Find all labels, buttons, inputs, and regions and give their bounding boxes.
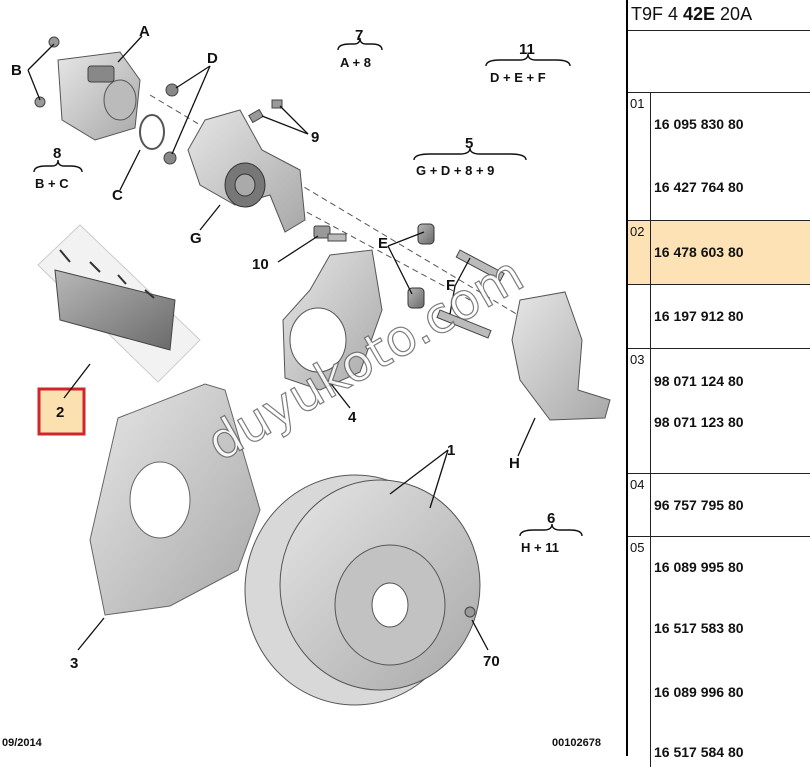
label-e: E: [378, 235, 388, 252]
ref-number[interactable]: 16 089 995 80: [654, 559, 744, 575]
kit-5-number: 5: [465, 135, 473, 152]
ref-number[interactable]: 16 427 764 80: [654, 179, 744, 195]
ref-number[interactable]: 16 478 603 80: [654, 244, 744, 260]
ref-row-02b[interactable]: 16 197 912 80: [628, 285, 810, 349]
label-1: 1: [447, 442, 455, 459]
kit-6-formula: H + 11: [521, 540, 559, 555]
caliper-housing-a-icon: [57, 51, 141, 141]
ref-index: 05: [630, 540, 645, 555]
ref-number[interactable]: 16 095 830 80: [654, 116, 744, 132]
label-70: 70: [483, 653, 500, 670]
kit-8-formula: B + C: [35, 176, 69, 191]
ref-row-02[interactable]: 02 16 478 603 80: [628, 221, 810, 285]
panel-title: T9F 4 42E 20A: [631, 4, 753, 24]
seal-ring-c-icon: [139, 114, 165, 150]
ref-index: 04: [630, 477, 645, 492]
kit-11-number: 11: [519, 41, 535, 58]
ref-number[interactable]: 16 517 583 80: [654, 620, 744, 636]
bolts-b-icon: [34, 36, 60, 108]
ref-number[interactable]: 98 071 123 80: [654, 414, 744, 430]
ref-number[interactable]: 96 757 795 80: [654, 497, 744, 513]
dust-shield-3-icon: [89, 383, 261, 616]
brake-disc-1-icon: [244, 474, 481, 706]
reference-panel: T9F 4 42E 20A 01 16 095 830 80 16 427 76…: [628, 0, 810, 767]
panel-divider: [626, 0, 628, 756]
label-9: 9: [311, 129, 319, 146]
label-f: F: [446, 277, 455, 294]
ref-row-01[interactable]: 01 16 095 830 80 16 427 764 80: [628, 93, 810, 221]
screw-70-icon: [464, 606, 476, 618]
kit-6-number: 6: [547, 510, 555, 527]
label-g: G: [190, 230, 202, 247]
caliper-g-icon: [187, 109, 306, 233]
ref-number[interactable]: 98 071 124 80: [654, 373, 744, 389]
label-4: 4: [348, 409, 357, 426]
parts-diagram: A B C D E F G H 1 2 3 4 9 10 70 7 A + 8 …: [2, 23, 611, 749]
label-3: 3: [70, 655, 78, 672]
panel-header: T9F 4 42E 20A: [628, 0, 810, 31]
label-h: H: [509, 455, 520, 472]
ref-number[interactable]: 16 517 584 80: [654, 744, 744, 760]
kit-7-formula: A + 8: [340, 55, 371, 70]
label-a: A: [139, 23, 150, 40]
ref-number[interactable]: 16 197 912 80: [654, 308, 744, 324]
ref-row-05[interactable]: 05 16 089 995 80 16 517 583 80 16 089 99…: [628, 537, 810, 767]
label-c: C: [112, 187, 123, 204]
ref-index: 02: [630, 224, 645, 239]
ref-row-03[interactable]: 03 98 071 124 80 98 071 123 80: [628, 349, 810, 474]
brake-pads-2-icon: [37, 224, 201, 383]
panel-subheader: [628, 30, 810, 93]
bolts-d-icon: [163, 83, 179, 165]
bracket-4-icon: [282, 249, 383, 391]
footer-code: 00102678: [552, 737, 601, 749]
ref-index: 01: [630, 96, 645, 111]
guide-pins-f-icon: [436, 249, 505, 339]
bolt-10-icon: [313, 225, 347, 242]
ref-index: 03: [630, 352, 645, 367]
carrier-h-icon: [511, 291, 611, 421]
bleed-screw-9-icon: [248, 99, 283, 124]
footer-date: 09/2014: [2, 737, 43, 749]
ref-number[interactable]: 16 089 996 80: [654, 684, 744, 700]
ref-row-04[interactable]: 04 96 757 795 80: [628, 474, 810, 537]
label-2[interactable]: 2: [56, 404, 64, 421]
kit-11-formula: D + E + F: [490, 70, 546, 85]
label-b: B: [11, 62, 22, 79]
kit-7-number: 7: [355, 27, 363, 44]
kit-5-formula: G + D + 8 + 9: [416, 163, 494, 178]
kit-8-number: 8: [53, 145, 61, 162]
highlight-box-2[interactable]: [37, 387, 86, 436]
label-10: 10: [252, 256, 269, 273]
label-d: D: [207, 50, 218, 67]
